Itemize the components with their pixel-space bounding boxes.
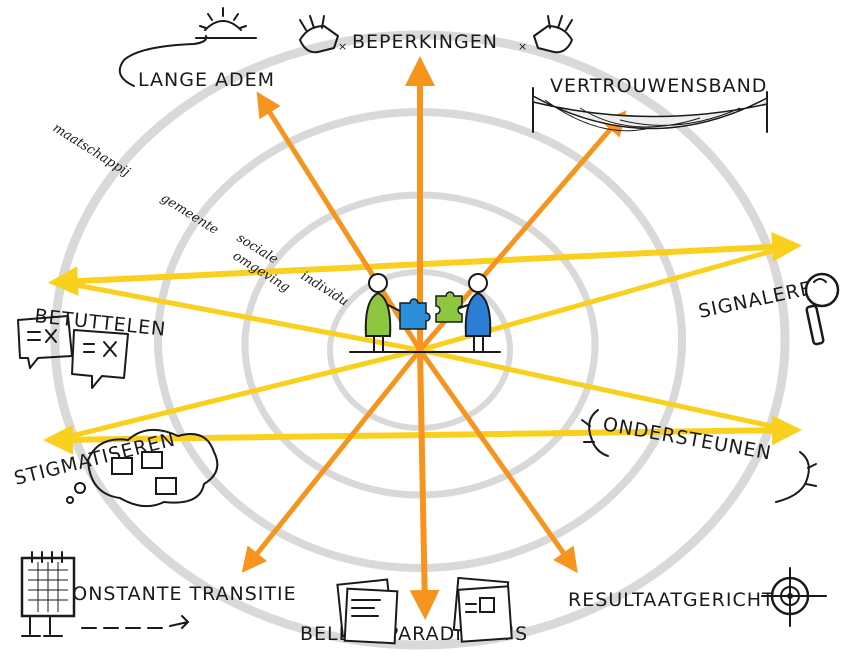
person-green-icon <box>364 273 403 353</box>
cross-left: × <box>338 40 348 53</box>
documents-icon <box>336 576 513 645</box>
arrow-yellow-ondersteunen-center <box>419 347 791 433</box>
arrow-orange-resultaatgericht <box>417 348 578 574</box>
arrow-orange-beleidsparadigmas <box>409 349 440 620</box>
speech-bubbles-icon <box>17 315 129 389</box>
net-icon <box>532 87 768 133</box>
center-figures <box>349 273 501 353</box>
sun-icon <box>118 7 257 87</box>
arrow-orange-constante-transitie <box>241 348 422 573</box>
arrow-yellow-signaleren-betuttelen <box>48 231 802 297</box>
label-constante-transitie: CONSTANTE TRANSITIE <box>58 583 297 605</box>
arrow-yellow-betuttelen-center <box>59 279 421 353</box>
yellow-arrows <box>43 231 802 455</box>
target-icon <box>761 567 827 627</box>
puzzle-icon <box>399 291 463 330</box>
label-resultaatgericht: RESULTAATGERICHT <box>568 589 775 611</box>
label-lange-adem: LANGE ADEM <box>138 69 275 91</box>
hands-support-icon <box>581 409 817 503</box>
thought-cloud-icon <box>66 429 219 508</box>
ring-label-maatschappij: maatschappij <box>50 121 133 180</box>
hands-icon: × × <box>299 15 573 54</box>
ring-label-individu: individu <box>298 269 351 310</box>
magnifier-icon <box>804 272 840 346</box>
label-beperkingen: BEPERKINGEN <box>352 31 498 53</box>
calendar-icon <box>20 551 189 637</box>
cross-right: × <box>518 40 528 53</box>
arrow-yellow-stigmatiseren-center <box>54 347 421 443</box>
label-vertrouwensband: VERTROUWENSBAND <box>550 75 767 97</box>
person-blue-icon <box>453 273 492 353</box>
